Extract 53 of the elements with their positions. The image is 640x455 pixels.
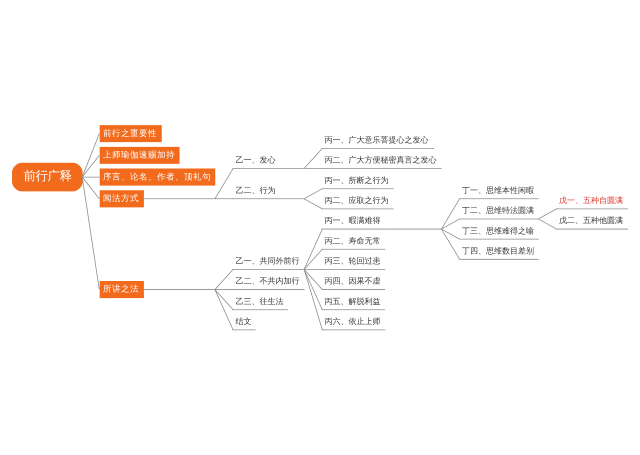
connector <box>214 289 234 290</box>
node-text: 丁三、思维难得之喻 <box>462 226 534 236</box>
node-text: 乙二、行为 <box>235 186 276 195</box>
node-text: 丙六、依止上师 <box>324 317 381 326</box>
node-box: 上师瑜伽速赐加持 <box>100 146 180 164</box>
connector <box>214 198 234 200</box>
connector <box>304 168 323 169</box>
node-text: 丙四、因果不虚 <box>324 276 381 286</box>
node-text: 丁四、思维数目差别 <box>462 246 534 256</box>
connector <box>304 198 323 210</box>
node-text: 丙三、轮回过患 <box>324 256 381 266</box>
connector <box>304 148 323 169</box>
connector <box>214 289 234 310</box>
node-text: 丙二、应取之行为 <box>324 196 389 206</box>
node-text: 乙二、不共内加行 <box>235 276 300 286</box>
node-text: 乙一、共同外前行 <box>235 256 300 266</box>
node-text: 结文 <box>235 317 252 326</box>
node-text: 丙二、广大方便秘密真言之发心 <box>324 156 437 165</box>
connector <box>441 218 460 230</box>
connector <box>441 228 460 240</box>
connector <box>304 269 323 270</box>
node-text: 丁二、思维特法圆满 <box>462 206 534 216</box>
node-text: 丙五、解脱利益 <box>324 296 381 306</box>
node-text: 丙一、所断之行为 <box>324 176 389 185</box>
node-text: 丙二、寿命无常 <box>324 236 381 246</box>
connector <box>304 228 323 270</box>
connector <box>304 248 323 270</box>
node-box: 序言、论名、作者、顶礼句 <box>100 168 216 186</box>
connector <box>441 198 460 230</box>
connector <box>82 176 100 290</box>
node-box: 前行之重要性 <box>100 125 162 142</box>
node-box: 前行广释 <box>12 162 83 192</box>
connector <box>538 218 557 230</box>
connector <box>214 289 234 330</box>
connector <box>82 154 100 178</box>
connector <box>538 208 557 220</box>
node-text: 戊一、五种自圆满 <box>558 196 623 206</box>
node-text: 戊二、五种他圆满 <box>558 216 623 226</box>
connector <box>82 176 100 200</box>
connector <box>304 269 323 290</box>
node-text: 乙一、发心 <box>235 156 276 165</box>
node-text: 丙一、广大意乐菩提心之发心 <box>324 136 429 145</box>
connector <box>214 269 234 290</box>
node-text: 丁一、思维本性闲暇 <box>462 186 534 195</box>
connector <box>82 133 100 178</box>
connector <box>441 228 460 260</box>
node-text: 丙一、暇满难得 <box>324 216 381 226</box>
connector <box>82 176 100 178</box>
connector <box>304 269 323 330</box>
connector <box>304 269 323 310</box>
node-text: 乙三、往生法 <box>235 296 284 306</box>
connector <box>214 168 234 200</box>
connector <box>304 188 323 200</box>
